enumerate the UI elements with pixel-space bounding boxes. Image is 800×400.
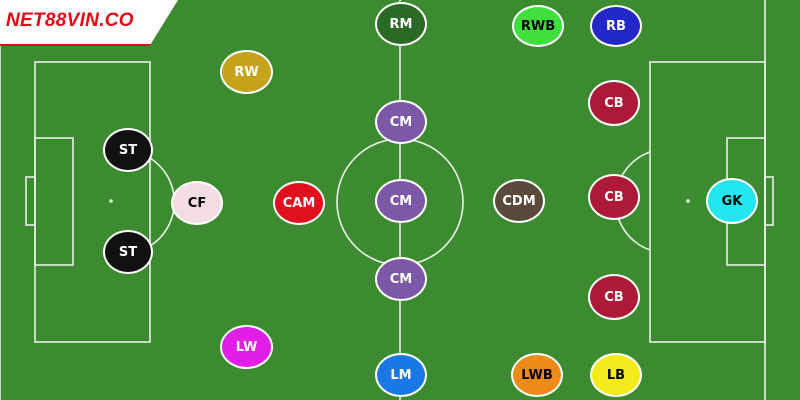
player-cb-center: CB [588,174,640,220]
player-rb: RB [590,5,642,47]
player-label: RWB [520,18,556,34]
player-lm: LM [375,353,427,397]
brand-logo-text: NET88VIN.CO [6,10,134,31]
player-lwb: LWB [511,353,563,397]
player-label: RW [234,64,259,80]
player-st-bottom: ST [103,230,153,274]
player-lb: LB [590,353,642,397]
player-label: CM [389,271,413,287]
player-label: ST [118,244,138,260]
player-rm: RM [375,2,427,46]
left-penalty-spot [109,199,113,203]
player-gk: GK [706,178,758,224]
left-penalty-box [34,61,151,343]
player-label: CB [604,289,624,305]
player-label: CM [389,114,413,130]
right-penalty-spot [686,199,690,203]
player-label: CAM [282,195,316,211]
left-goal [25,176,36,226]
player-label: GK [721,193,743,209]
player-label: LB [606,367,626,383]
player-label: CDM [502,193,536,209]
player-label: LWB [521,367,553,383]
player-rwb: RWB [512,5,564,47]
player-st-top: ST [103,128,153,172]
brand-logo-banner: NET88VIN.CO [0,0,178,46]
player-cm-bottom: CM [375,257,427,301]
player-label: CF [187,195,207,211]
player-lw: LW [220,325,273,369]
player-label: ST [118,142,138,158]
player-cam: CAM [273,181,325,225]
player-label: CM [389,193,413,209]
player-cb-bottom: CB [588,274,640,320]
player-cm-top: CM [375,100,427,144]
player-cdm: CDM [493,179,545,223]
player-cf: CF [171,181,223,225]
player-label: LW [235,339,258,355]
player-rw: RW [220,50,273,94]
player-label: RM [389,16,413,32]
player-label: CB [604,189,624,205]
player-label: CB [604,95,624,111]
player-cb-top: CB [588,80,640,126]
left-goal-box [34,137,74,266]
player-label: LM [390,367,412,383]
player-label: RB [606,18,626,34]
player-cm-center: CM [375,179,427,223]
right-goal [764,176,774,226]
